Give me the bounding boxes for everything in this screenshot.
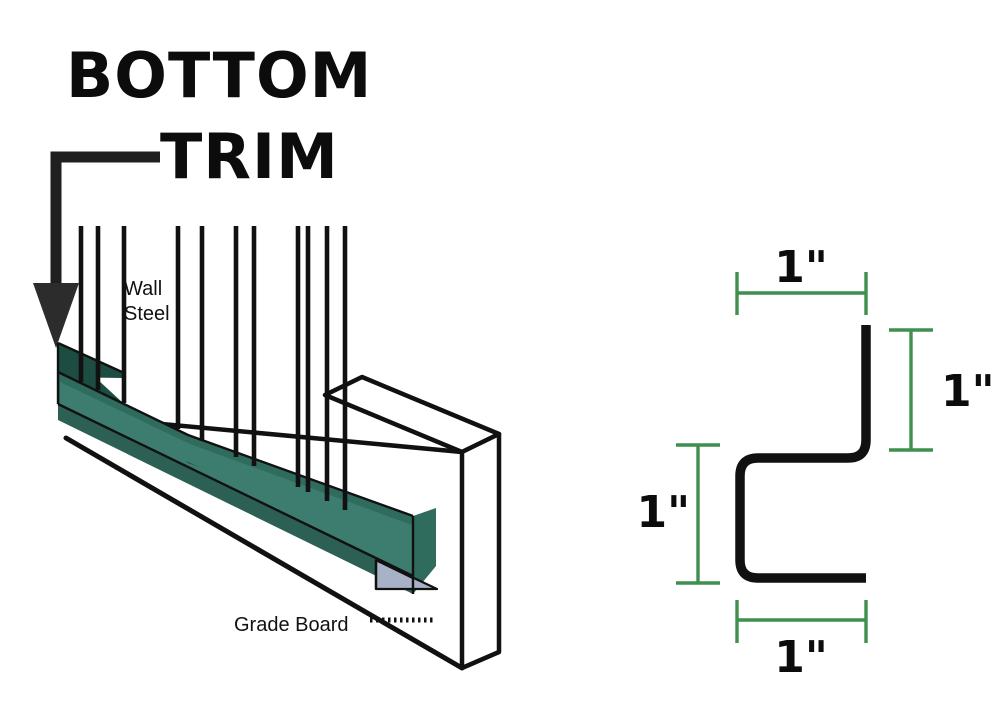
wall-steel-ribs bbox=[78, 226, 348, 510]
wall-steel-label-line2: Steel bbox=[124, 303, 170, 325]
dimension-right-label: 1" bbox=[941, 366, 995, 417]
trim-cross-section-profile bbox=[735, 325, 871, 583]
trim-end-cap bbox=[413, 508, 436, 594]
dimension-left-label: 1" bbox=[636, 487, 690, 538]
grade-board-solid bbox=[65, 371, 508, 671]
dimension-right: 1" bbox=[889, 328, 995, 452]
down-arrow-icon bbox=[33, 151, 160, 348]
bottom-trim-body bbox=[58, 343, 413, 594]
grade-board-label: Grade Board bbox=[234, 614, 349, 636]
wall-steel-label-line1: Wall bbox=[124, 278, 162, 300]
page-title-line1: BOTTOM bbox=[66, 39, 372, 112]
dimension-top-label: 1" bbox=[774, 242, 828, 293]
trim-outlines bbox=[56, 341, 415, 594]
dimension-bottom-label: 1" bbox=[774, 632, 828, 683]
grade-board-bottom-edge bbox=[63, 435, 465, 671]
dimension-top: 1" bbox=[735, 242, 868, 315]
dimension-left: 1" bbox=[636, 443, 720, 585]
page-title-line2: TRIM bbox=[160, 120, 339, 193]
dimension-bottom: 1" bbox=[735, 600, 868, 683]
